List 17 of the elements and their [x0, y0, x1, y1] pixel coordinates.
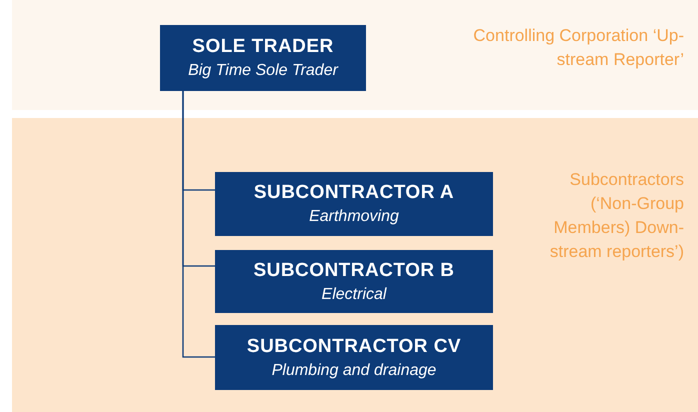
connector-line: [182, 91, 215, 358]
band-background: [12, 118, 698, 412]
box-title: SOLE TRADER: [192, 35, 334, 59]
box-title: SUBCONTRACTOR A: [254, 181, 454, 205]
box-subtitle: Earthmoving: [309, 207, 399, 227]
band-label: Controlling Corporation ‘Up-stream Reporter’: [472, 25, 684, 71]
band-background: [12, 0, 698, 110]
box-title: SUBCONTRACTOR B: [254, 258, 454, 282]
org-box: [215, 172, 493, 236]
band-label: Subcontractors (‘Non-Group Members) Down-stream reporters’): [548, 169, 684, 263]
box-subtitle: Electrical: [322, 284, 386, 304]
box-title: SUBCONTRACTOR CV: [246, 334, 462, 358]
org-box: [160, 25, 366, 91]
org-box: [215, 250, 493, 313]
org-box: [215, 325, 493, 390]
box-subtitle: Plumbing and drainage: [272, 360, 436, 380]
box-subtitle: Big Time Sole Trader: [188, 61, 338, 81]
